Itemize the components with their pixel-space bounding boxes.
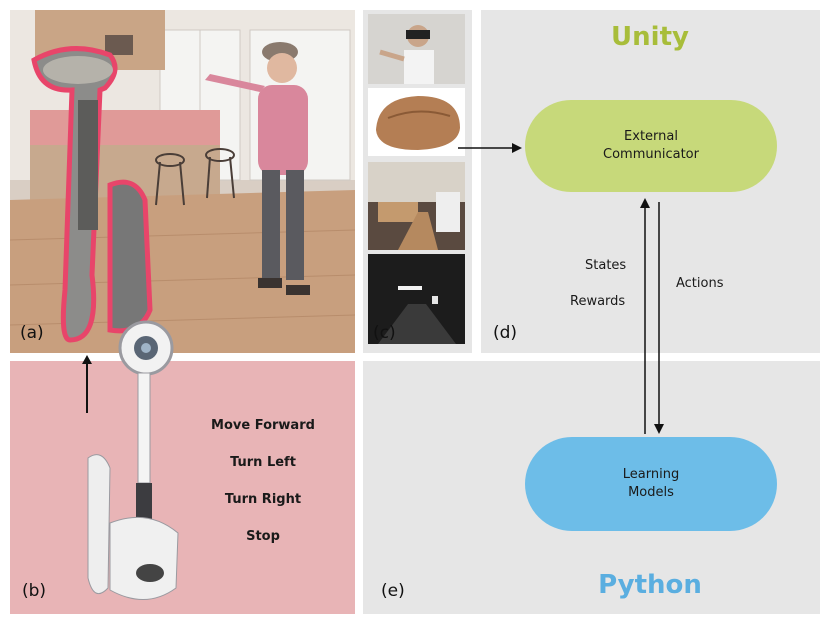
- learning-line2: Models: [628, 485, 674, 500]
- kitchen-scene-illustration: [10, 10, 355, 353]
- panel-c-label: (c): [373, 323, 396, 343]
- command-move-forward: Move Forward: [211, 418, 315, 433]
- communicator-line2: Communicator: [603, 147, 699, 162]
- panel-b-label: (b): [22, 581, 47, 601]
- vr-user-thumbnail: [368, 14, 465, 84]
- command-stop: Stop: [246, 529, 280, 544]
- up-arrow: [82, 355, 92, 413]
- robot-illustration: [87, 320, 179, 600]
- depth-view-thumbnail: [368, 254, 465, 344]
- communicator-line1: External: [624, 129, 678, 144]
- states-label: States: [585, 258, 627, 273]
- panel-c-inputs: (c): [363, 10, 472, 353]
- panel-a-scene: (a): [10, 10, 355, 353]
- rewards-label: Rewards: [570, 294, 626, 309]
- rgb-view-thumbnail: [368, 162, 465, 250]
- bread-object-thumbnail: [368, 88, 465, 156]
- actions-label: Actions: [676, 276, 724, 291]
- panel-a-label: (a): [20, 323, 44, 343]
- unity-title: Unity: [611, 22, 689, 52]
- command-turn-right: Turn Right: [224, 492, 302, 507]
- python-title: Python: [598, 570, 702, 600]
- panel-e-label: (e): [381, 581, 405, 601]
- external-communicator-node: External Communicator: [525, 100, 777, 192]
- learning-models-node: Learning Models: [525, 437, 777, 531]
- panel-b-action-space: (b) Move Forward Turn Left Turn Right St…: [10, 361, 355, 614]
- command-turn-left: Turn Left: [230, 455, 296, 470]
- panel-d-label: (d): [493, 323, 518, 343]
- learning-line1: Learning: [622, 467, 680, 482]
